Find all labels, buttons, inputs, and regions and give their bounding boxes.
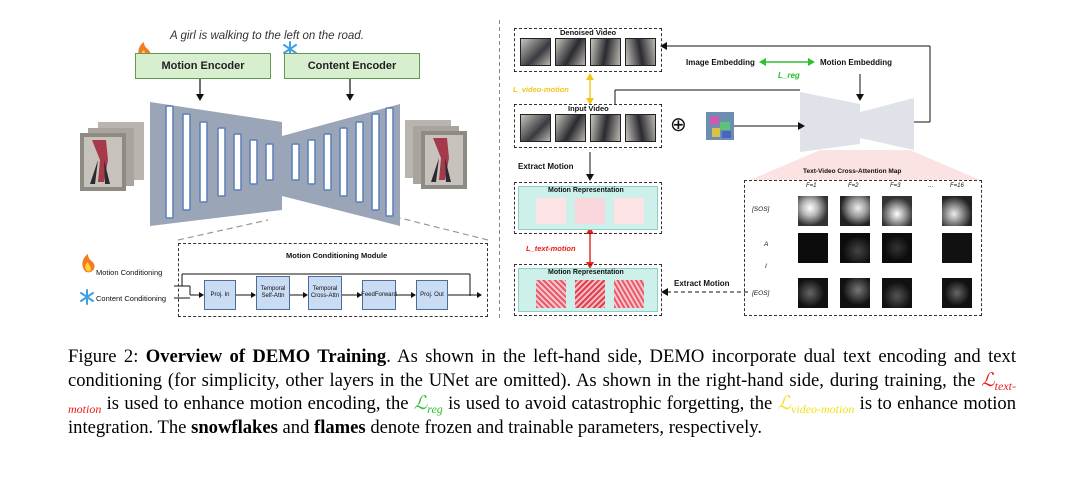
caption-text: is to enhance motion integration. The xyxy=(68,393,1017,438)
motion-map xyxy=(614,280,644,308)
video-frame xyxy=(590,38,621,66)
content-encoder-box: Content Encoder xyxy=(284,53,420,79)
loss-symbol: ℒ xyxy=(413,393,428,415)
input-video-label: Input Video xyxy=(568,104,609,113)
loss-subscript: video-motion xyxy=(791,402,855,417)
caption-text: is used to avoid catastrophic forgetting… xyxy=(442,393,778,415)
video-frame xyxy=(520,38,551,66)
motion-map xyxy=(575,198,605,224)
loss-subscript: text-motion xyxy=(68,378,1016,417)
motion-map xyxy=(536,198,566,224)
video-frame xyxy=(590,114,621,142)
block-temporal-self-attn: Temporal Self-Attn xyxy=(256,276,290,310)
row-label: [EOS] xyxy=(752,290,770,297)
attention-tile xyxy=(798,278,828,308)
caption-text: and xyxy=(277,416,315,438)
denoised-frames xyxy=(520,38,656,66)
attention-tile xyxy=(840,196,870,226)
loss-text-motion: ℒtext-motion xyxy=(68,369,1016,417)
loss-subscript: reg xyxy=(427,402,443,417)
loss-symbol: ℒ xyxy=(777,393,792,415)
frame-label: F=2 xyxy=(848,183,859,189)
caption-text: denote frozen and trainable parameters, … xyxy=(365,416,762,438)
extract-motion-label-1: Extract Motion xyxy=(518,162,574,171)
attention-tile xyxy=(942,196,972,226)
l-reg-label: L_reg xyxy=(778,71,800,80)
loss-video-motion: ℒvideo-motion xyxy=(777,393,855,417)
caption-flames: flames xyxy=(314,416,366,438)
attention-tile xyxy=(882,233,912,263)
denoised-video-label: Denoised Video xyxy=(560,28,617,37)
denoised-video-box xyxy=(514,28,662,72)
snowflake-icon xyxy=(80,289,94,305)
flame-icon xyxy=(82,254,95,273)
cross-attention-map xyxy=(744,180,982,316)
cross-attn-title: Text-Video Cross-Attention Map xyxy=(803,168,902,175)
right-diagram-graphics xyxy=(586,42,980,296)
unet-shape-right xyxy=(800,92,914,152)
block-temporal-cross-attn: Temporal Cross-Attn xyxy=(308,276,342,310)
unet-shape xyxy=(150,102,400,226)
input-video-box xyxy=(514,104,662,148)
input-frames xyxy=(520,114,656,142)
attention-tile xyxy=(840,233,870,263)
attention-tile xyxy=(798,233,828,263)
frame-label: ... xyxy=(928,183,934,189)
attention-tile xyxy=(942,233,972,263)
frame-label: F=16 xyxy=(950,183,964,189)
block-proj-out: Proj. Out xyxy=(416,280,448,310)
extract-motion-label-2: Extract Motion xyxy=(674,279,730,288)
motion-map xyxy=(575,280,605,308)
figure-caption: Figure 2: Overview of DEMO Training. As … xyxy=(68,345,1016,439)
attention-tile xyxy=(840,278,870,308)
video-frame xyxy=(555,38,586,66)
motion-repr-box-1 xyxy=(514,182,662,234)
l-video-motion-label: L_video-motion xyxy=(513,85,569,94)
plus-symbol: ⊕ xyxy=(670,114,687,136)
prompt-text: A girl is walking to the left on the roa… xyxy=(170,30,364,42)
block-feedforward: FeedForward xyxy=(361,280,397,310)
row-label: I xyxy=(765,263,767,270)
caption-prefix: Figure 2: xyxy=(68,346,146,367)
motion-embedding-label: Motion Embedding xyxy=(820,58,892,67)
block-proj-in: Proj. In xyxy=(204,280,236,310)
frame-label: F=1 xyxy=(806,183,817,189)
module-title: Motion Conditioning Module xyxy=(286,251,388,260)
caption-text: is used to enhance motion encoding, the xyxy=(101,393,414,415)
caption-title: Overview of DEMO Training xyxy=(145,346,387,367)
video-frame xyxy=(520,114,551,142)
attention-tile xyxy=(798,196,828,226)
left-diagram-graphics xyxy=(80,20,500,320)
attention-tile xyxy=(882,196,912,226)
row-label: [SOS] xyxy=(752,206,770,213)
motion-repr-box-2 xyxy=(514,264,662,316)
motion-encoder-box: Motion Encoder xyxy=(135,53,271,79)
figure-2: A girl is walking to the left on the roa… xyxy=(80,20,982,320)
attention-tile xyxy=(882,278,912,308)
video-frame xyxy=(555,114,586,142)
legend-motion-conditioning: Motion Conditioning xyxy=(96,268,163,277)
attention-fan xyxy=(750,150,980,180)
motion-repr-label-1: Motion Representation xyxy=(548,187,624,194)
motion-repr-label-2: Motion Representation xyxy=(548,269,624,276)
loss-reg: ℒreg xyxy=(413,393,443,417)
l-text-motion-label: L_text-motion xyxy=(526,244,576,253)
image-embedding-label: Image Embedding xyxy=(686,58,755,67)
caption-text: . As shown in the left-hand side, DEMO i… xyxy=(68,346,1016,391)
caption-snowflakes: snowflakes xyxy=(191,416,278,438)
output-frames-right xyxy=(405,120,467,189)
input-frames-left xyxy=(80,122,144,191)
loss-symbol: ℒ xyxy=(981,369,995,391)
motion-conditioning-module xyxy=(178,243,488,317)
motion-map xyxy=(536,280,566,308)
frame-label: F=3 xyxy=(890,183,901,189)
video-frame xyxy=(625,38,656,66)
video-frame xyxy=(625,114,656,142)
motion-map xyxy=(614,198,644,224)
attention-tile xyxy=(942,278,972,308)
legend-content-conditioning: Content Conditioning xyxy=(96,294,167,303)
row-label: A xyxy=(764,241,769,248)
